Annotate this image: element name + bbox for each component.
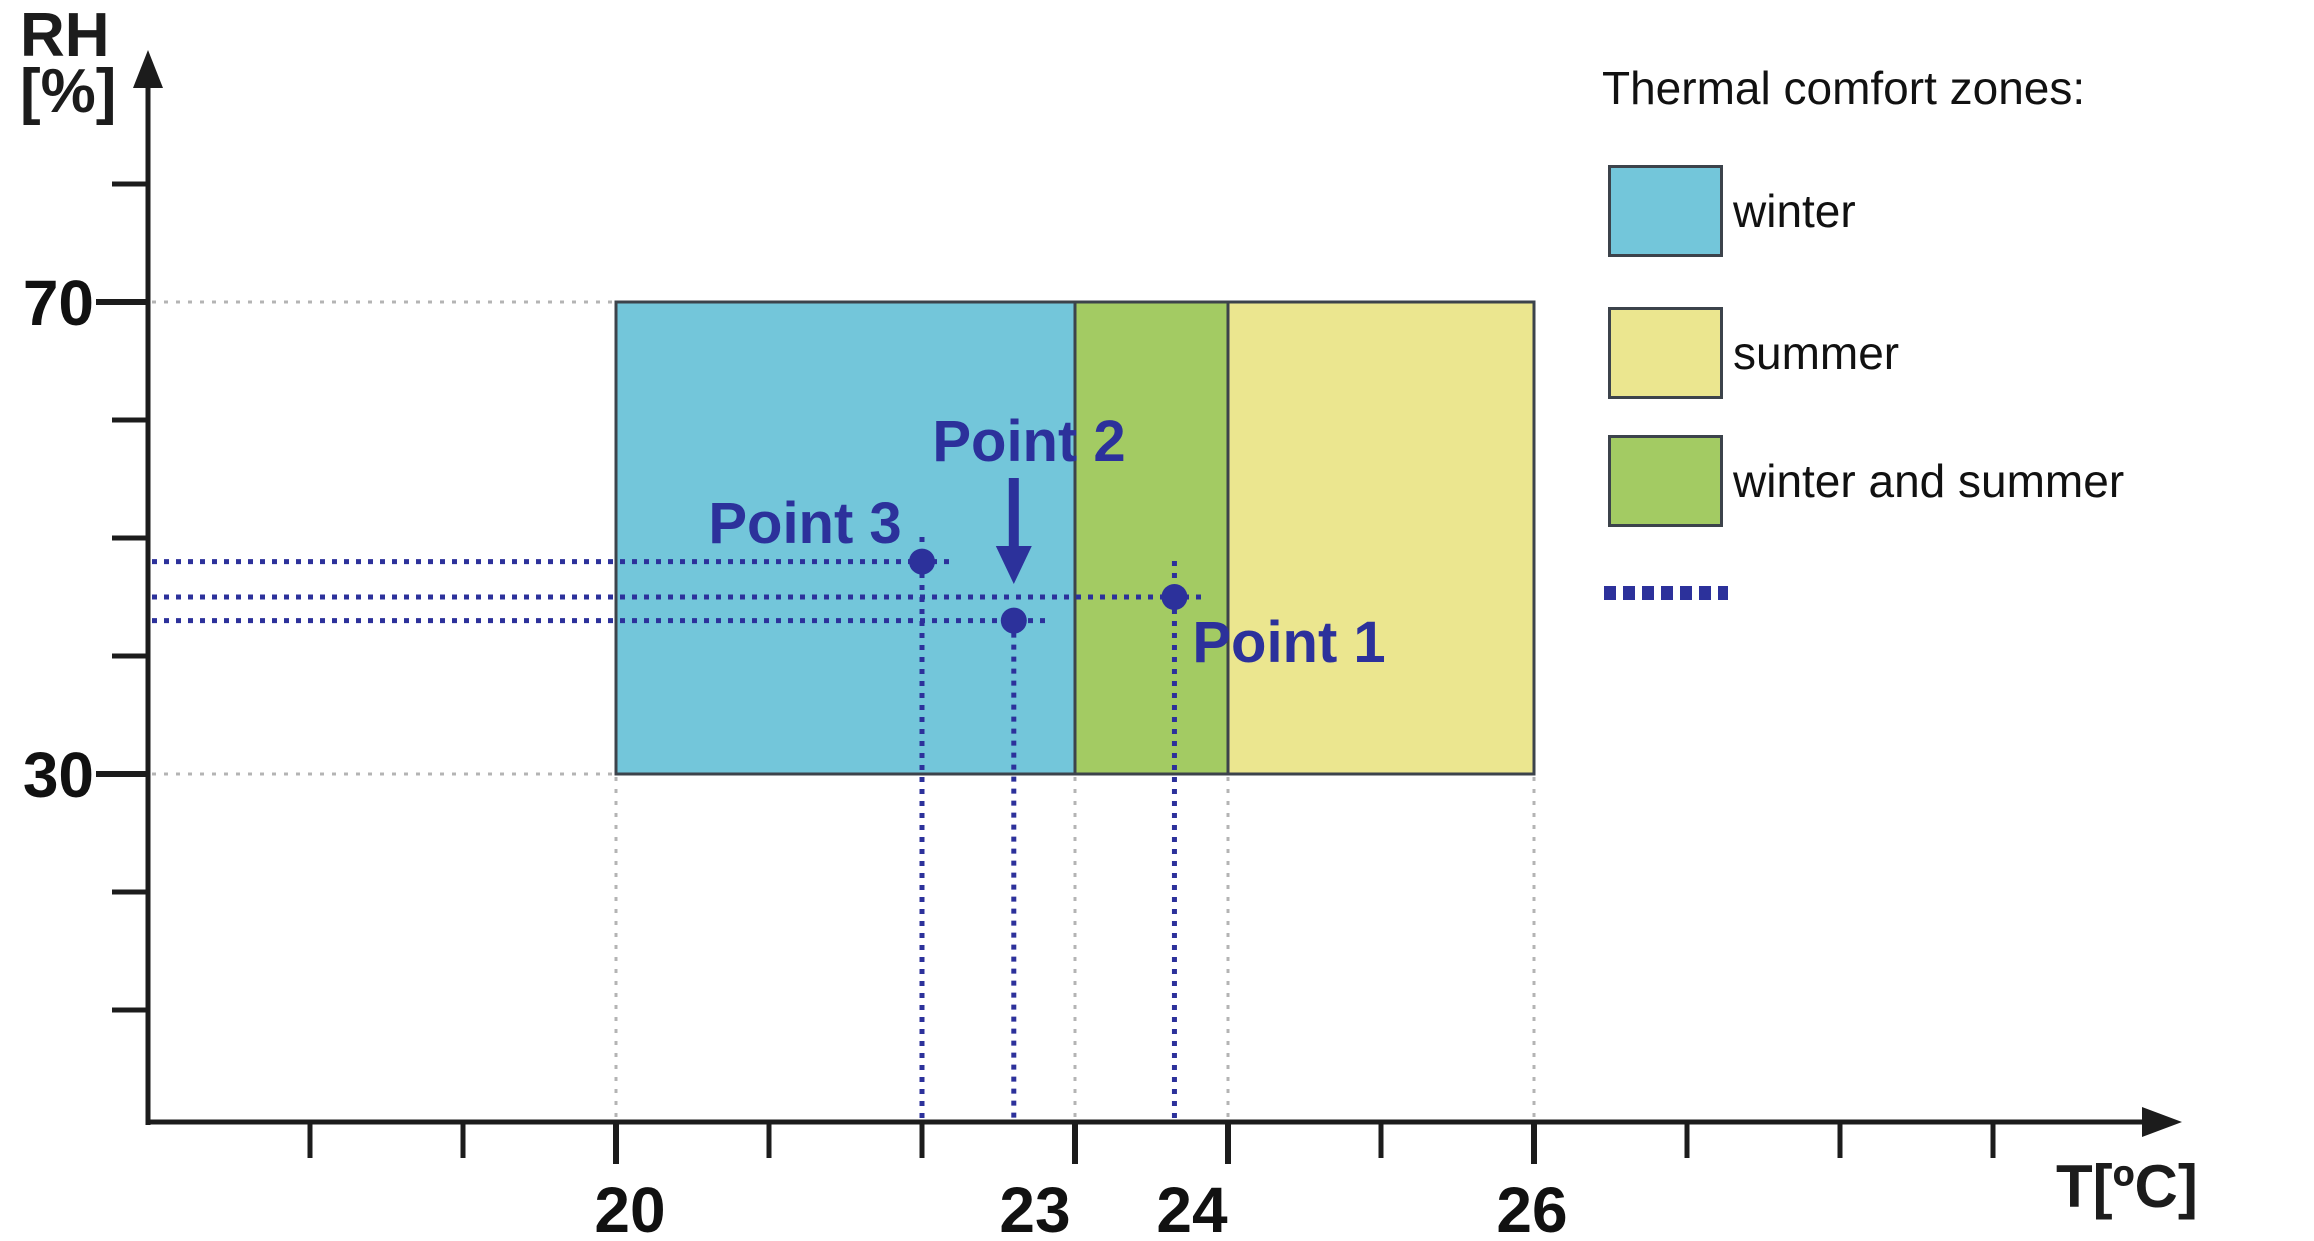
point-label-Point-2: Point 2	[932, 409, 1125, 474]
legend-item-winter: winter	[1602, 165, 2314, 257]
x-tick-label-24: 24	[1156, 1174, 1228, 1241]
y-axis-title-quantity: RH	[20, 1, 110, 70]
legend-item-dotted-line	[1602, 586, 2314, 678]
legend-swatch-icon	[1608, 165, 1723, 257]
y-tick-label-30: 30	[23, 739, 94, 811]
legend-item-label: winter	[1733, 185, 1856, 237]
point-dot-Point-1	[1161, 584, 1188, 610]
legend-items: winter summer winter and summer	[1602, 165, 2314, 725]
legend-item-label: winter and summer	[1733, 455, 2125, 507]
x-tick-label-20: 20	[594, 1174, 665, 1241]
legend-swatch-icon	[1608, 435, 1723, 527]
y-axis-title-unit: [%]	[20, 57, 117, 126]
zone-winter	[614, 300, 1077, 776]
y-axis-arrow-icon	[133, 50, 163, 88]
legend-title: Thermal comfort zones:	[1602, 62, 2086, 114]
x-tick-label-26: 26	[1496, 1174, 1567, 1241]
point2-arrow-head	[995, 546, 1032, 584]
dotted-line-icon	[1604, 586, 1728, 600]
point-dot-Point-2	[1000, 607, 1027, 634]
x-axis-title: T[ºC]	[2056, 1153, 2198, 1220]
zone-summer	[1226, 300, 1536, 776]
legend-item-label: summer	[1733, 327, 1900, 379]
legend: Thermal comfort zones: winter summer winte…	[1602, 61, 2314, 600]
point-label-Point-3: Point 3	[708, 491, 901, 556]
x-tick-label-23: 23	[999, 1174, 1070, 1241]
point-dot-Point-3	[909, 548, 935, 575]
legend-item-summer: summer	[1602, 307, 2314, 399]
point-label-Point-1: Point 1	[1192, 610, 1385, 675]
y-axis-title: RH [%]	[20, 1, 117, 126]
zone-winter-and-summer	[1073, 300, 1230, 776]
legend-item-winter-and-summer: winter and summer	[1602, 435, 2314, 527]
legend-swatch-icon	[1608, 307, 1723, 399]
y-tick-label-70: 70	[23, 267, 94, 339]
x-axis-arrow-icon	[2142, 1107, 2182, 1137]
